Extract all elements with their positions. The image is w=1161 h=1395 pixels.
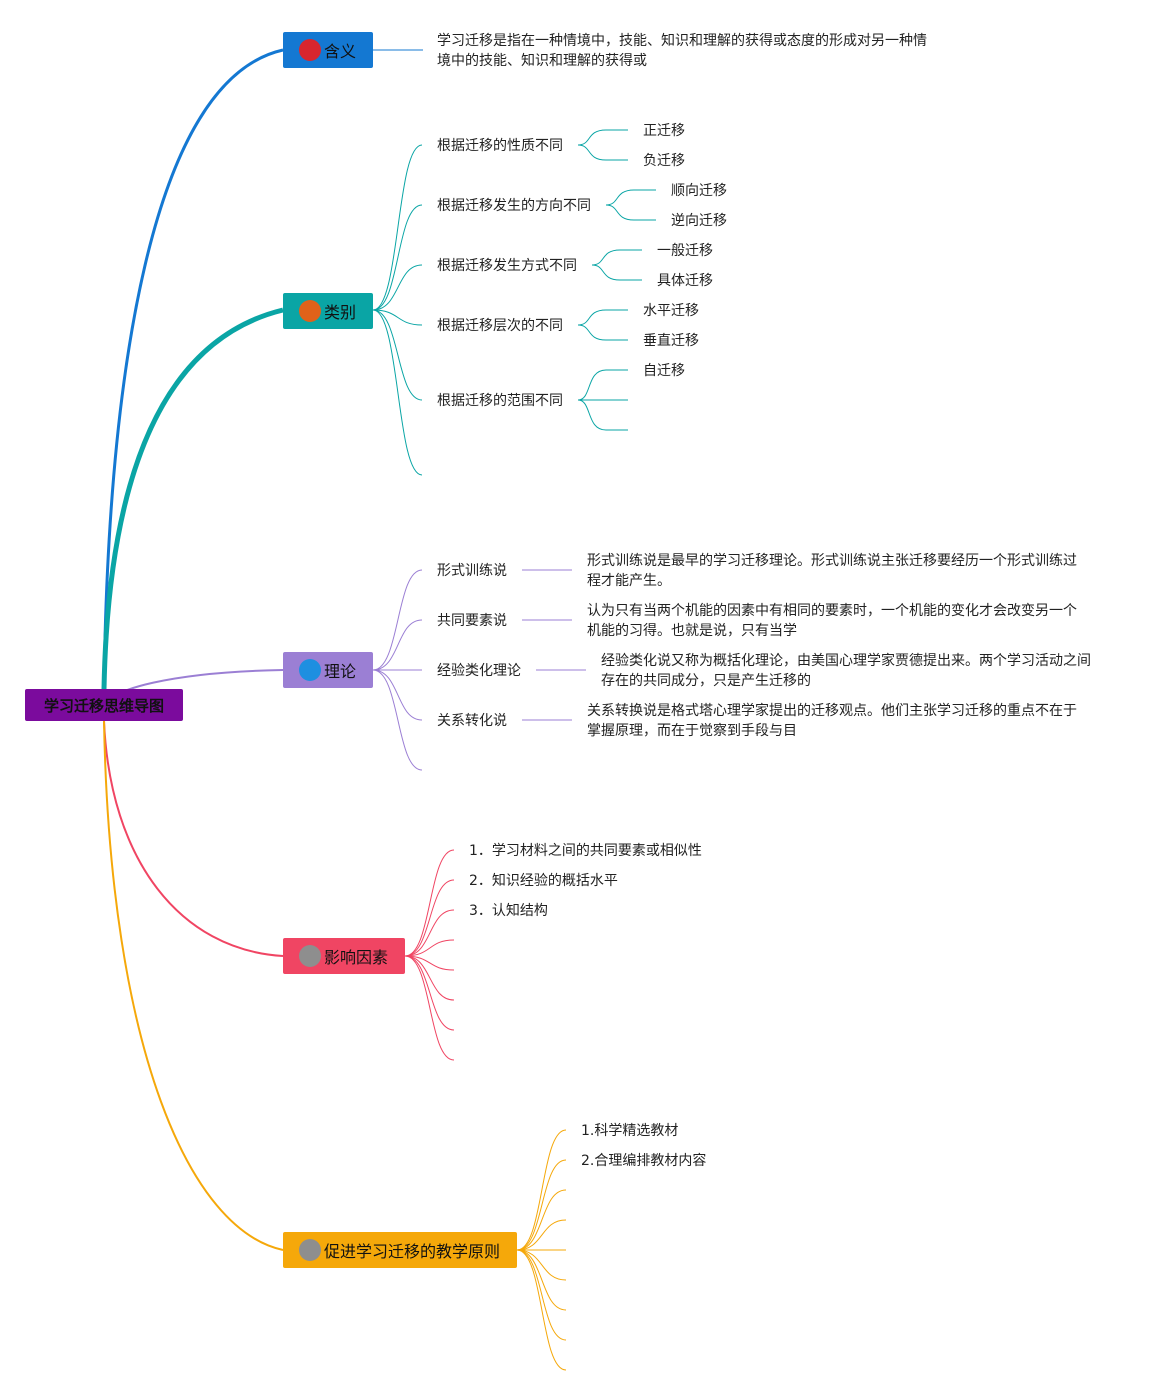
theory-desc-line: 机能的习得。也就是说，只有当学 [587, 623, 797, 639]
theory-item[interactable]: 共同要素说 [437, 613, 507, 629]
theory-desc-line: 程才能产生。 [587, 573, 671, 589]
connector-theory-item [372, 669, 423, 771]
connector-category-subitem [605, 189, 656, 206]
category-subitem[interactable]: 顺向迁移 [671, 183, 727, 199]
category-subitem[interactable]: 逆向迁移 [671, 213, 727, 229]
connector-factor-item [404, 955, 455, 1001]
category-item[interactable]: 根据迁移层次的不同 [437, 318, 563, 334]
factor-item[interactable]: 1．学习材料之间的共同要素或相似性 [469, 843, 702, 859]
category-subitem[interactable]: 负迁移 [643, 153, 685, 169]
root-node[interactable]: 学习迁移思维导图 [25, 689, 183, 721]
branch-principles[interactable]: 5 促进学习迁移的教学原则 [283, 1232, 517, 1268]
category-subitem[interactable]: 水平迁移 [643, 303, 699, 319]
connector-category-item [372, 144, 423, 311]
connector-principle-item [516, 1249, 567, 1341]
category-subitem[interactable]: 自迁移 [643, 363, 685, 379]
connector-category-item [372, 309, 423, 476]
connector-theory-item [372, 619, 423, 671]
factor-item[interactable]: 3．认知结构 [469, 903, 548, 919]
category-subitem[interactable]: 正迁移 [643, 123, 685, 139]
connector-principle-item [516, 1189, 567, 1251]
connector-category-item [372, 309, 423, 401]
branch-label: 理论 [324, 662, 357, 681]
connector-factor-item [404, 939, 455, 957]
connector-category-subitem [577, 144, 628, 161]
branch-number-badge: 5 [299, 1239, 321, 1261]
meaning-text-line-1: 学习迁移是指在一种情境中，技能、知识和理解的获得或态度的形成对另一种情 [437, 33, 927, 49]
connector-principle-item [516, 1249, 567, 1371]
branch-meaning[interactable]: 1 含义 [283, 32, 373, 68]
connector-factor-item [404, 955, 455, 971]
root-label: 学习迁移思维导图 [43, 696, 164, 715]
principle-item[interactable]: 2.合理编排教材内容 [581, 1153, 707, 1169]
principle-item[interactable]: 1.科学精选教材 [581, 1123, 679, 1139]
connector-category-subitem [577, 399, 628, 431]
connector-root-meaning [102, 48, 284, 690]
theory-item[interactable]: 形式训练说 [437, 563, 507, 579]
branch-label: 含义 [324, 42, 357, 61]
connector-factor-item [404, 879, 455, 957]
theory-desc-line: 形式训练说是最早的学习迁移理论。形式训练说主张迁移要经历一个形式训练过 [587, 553, 1077, 569]
branch-number-badge: 3 [299, 659, 321, 681]
connector-root-factors [103, 720, 284, 957]
connector-principle-item [516, 1159, 567, 1251]
category-item[interactable]: 根据迁移发生的方向不同 [437, 198, 591, 214]
connector-principle-item [516, 1219, 567, 1251]
connector-principle-item [516, 1249, 567, 1311]
meaning-text-line-2: 境中的技能、知识和理解的获得或 [437, 53, 647, 69]
connector-category-item [372, 204, 423, 311]
connector-principle-item [516, 1249, 567, 1281]
theory-desc-line: 关系转换说是格式塔心理学家提出的迁移观点。他们主张学习迁移的重点不在于 [587, 703, 1077, 719]
theory-desc-line: 认为只有当两个机能的因素中有相同的要素时，一个机能的变化才会改变另一个 [587, 603, 1077, 619]
connector-category-subitem [577, 309, 628, 326]
connector-factor-item [404, 849, 455, 957]
factor-item[interactable]: 2．知识经验的概括水平 [469, 873, 618, 889]
category-subitem[interactable]: 垂直迁移 [643, 333, 699, 349]
category-item[interactable]: 根据迁移的范围不同 [437, 393, 563, 409]
connector-theory-item [372, 569, 423, 671]
connector-factor-item [404, 955, 455, 1061]
connector-factor-item [404, 955, 455, 1031]
category-subitem[interactable]: 具体迁移 [657, 273, 713, 289]
branch-label: 类别 [324, 303, 357, 322]
theory-desc-line: 存在的共同成分，只是产生迁移的 [601, 673, 811, 689]
connector-category-item [372, 264, 423, 311]
category-item[interactable]: 根据迁移的性质不同 [437, 138, 563, 154]
branch-theory[interactable]: 3 理论 [283, 652, 373, 688]
connector-category-subitem [577, 324, 628, 341]
connector-category-item [372, 309, 423, 326]
connector-category-subitem [577, 129, 628, 146]
category-item[interactable]: 根据迁移发生方式不同 [437, 258, 577, 274]
connector-category-subitem [591, 264, 642, 281]
branch-number-badge: 4 [299, 945, 321, 967]
branch-number-badge: 2 [299, 300, 321, 322]
connector-principle-item [516, 1129, 567, 1251]
connector-category-subitem [605, 204, 656, 221]
theory-item[interactable]: 经验类化理论 [437, 663, 521, 679]
connector-root-principles [103, 720, 284, 1251]
theory-item[interactable]: 关系转化说 [437, 713, 507, 729]
connector-theory-item [372, 669, 423, 721]
connector-category-subitem [591, 249, 642, 266]
branch-label: 促进学习迁移的教学原则 [324, 1242, 501, 1261]
branch-number-badge: 1 [299, 39, 321, 61]
theory-desc-line: 经验类化说又称为概括化理论，由美国心理学家贾德提出来。两个学习活动之间 [601, 653, 1091, 669]
connector-factor-item [404, 909, 455, 957]
connector-category-subitem [577, 369, 628, 401]
theory-desc-line: 掌握原理，而在于觉察到手段与目 [587, 723, 797, 739]
branch-label: 影响因素 [324, 948, 389, 967]
branch-category[interactable]: 2 类别 [283, 293, 373, 329]
branch-factors[interactable]: 4 影响因素 [283, 938, 405, 974]
category-subitem[interactable]: 一般迁移 [657, 243, 713, 259]
connector-root-category [101, 307, 284, 690]
